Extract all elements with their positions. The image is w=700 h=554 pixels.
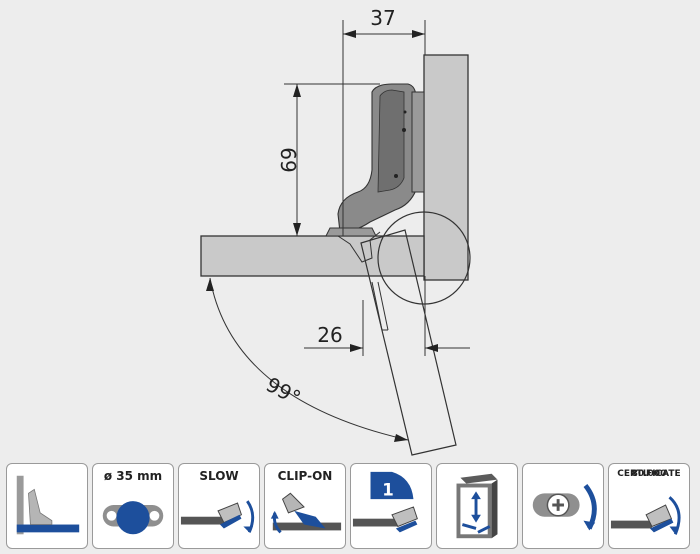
tile-clip-on: CLIP-ON <box>264 463 346 549</box>
clip-on-label: CLIP-ON <box>277 469 333 483</box>
tile-3d-adjustment <box>436 463 518 549</box>
feature-icon-bar: ø 35 mm SLOW CLIP-ON <box>6 463 696 551</box>
cabinet-side-panel <box>423 54 469 281</box>
detail-circle <box>377 211 471 305</box>
door-panel-open <box>360 229 457 456</box>
full-overlay-hinge-icon <box>16 475 80 535</box>
soft-close-icon <box>180 500 255 533</box>
certificate-label: CERTIFICATE <box>617 469 681 479</box>
3d-adjustment-icon <box>456 473 498 539</box>
adjustment-one-number: 1 <box>382 480 394 499</box>
door-inner-line <box>371 281 383 331</box>
tile-cup-diameter: ø 35 mm <box>92 463 174 549</box>
certificate-cycles-label: 80.000 <box>631 469 667 479</box>
dimension-offset-label: 26 <box>317 323 342 347</box>
mounting-plate <box>411 91 425 193</box>
tile-cam-adjustment <box>522 463 604 549</box>
dimension-height-label: 69 <box>276 147 300 172</box>
hinge-cup <box>325 227 377 237</box>
tile-hinge-type <box>6 463 88 549</box>
tile-certificate: CERTIFICATE 80.000 <box>608 463 690 549</box>
soft-close-label: SLOW <box>199 469 239 483</box>
hinge-technical-drawing: 37 69 26 99° <box>200 6 471 456</box>
cup-diameter-label: ø 35 mm <box>103 469 163 483</box>
tile-adjustment-one: 1 <box>350 463 432 549</box>
clip-on-icon <box>270 492 342 534</box>
cam-adjustment-icon <box>532 483 597 531</box>
hinge-cup-icon <box>102 501 164 535</box>
certificate-icon <box>610 496 681 535</box>
tile-soft-close: SLOW <box>178 463 260 549</box>
opening-angle-arc <box>209 277 409 441</box>
dimension-width-label: 37 <box>370 6 395 30</box>
door-panel-closed <box>200 235 425 277</box>
one-step-adjust-icon: 1 <box>352 471 418 533</box>
